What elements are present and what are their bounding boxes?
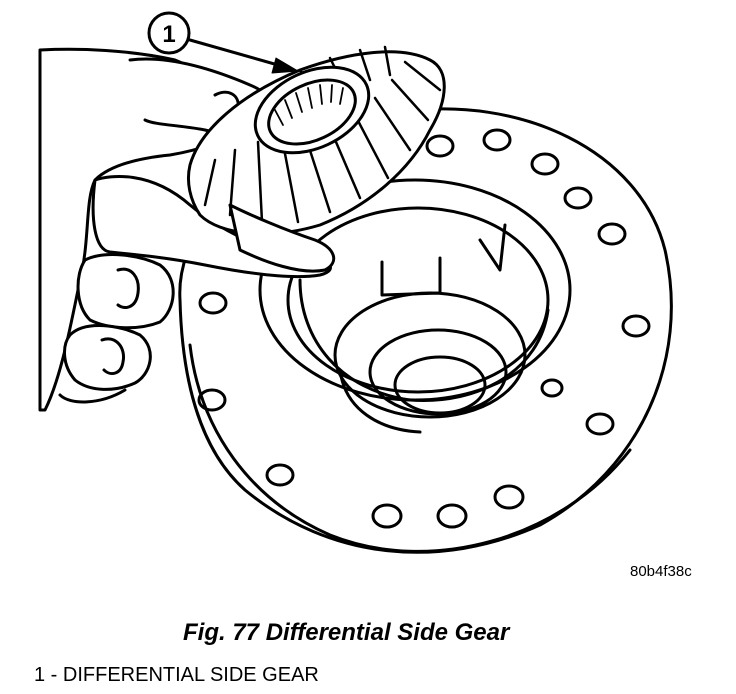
- case-hub-base: [338, 368, 422, 434]
- differential-illustration: 1: [38, 11, 673, 554]
- flange-bolt-holes: [197, 128, 651, 529]
- case-hub-inner: [393, 355, 487, 415]
- gear-bore-inner: [267, 78, 357, 146]
- hand-ring-nail: [100, 337, 126, 376]
- case-bore-inner: [286, 206, 550, 394]
- legend-item-1: 1 - DIFFERENTIAL SIDE GEAR: [34, 664, 319, 686]
- leader-arrow: [188, 38, 287, 69]
- case-flange-edge: [188, 343, 632, 553]
- gear-bore-outer: [253, 65, 371, 155]
- differential-side-gear-drawing: [186, 45, 446, 273]
- case-window-side: [478, 223, 507, 272]
- gear-splines: [274, 84, 344, 126]
- hand-wrist-line: [58, 388, 127, 404]
- callout-1: 1: [147, 11, 299, 74]
- callout-number: 1: [162, 21, 175, 48]
- case-hub-outer: [333, 291, 527, 419]
- case-bore-wall: [298, 278, 550, 402]
- figure-caption: Fig. 77 Differential Side Gear: [183, 619, 510, 646]
- hand-thumb-tip: [228, 203, 336, 273]
- figure-legend: 1 - DIFFERENTIAL SIDE GEAR: [34, 664, 319, 687]
- leader-arrowhead: [271, 57, 299, 74]
- figure-code: 80b4f38c: [630, 563, 692, 580]
- hand-middle-nail: [116, 267, 140, 309]
- callout-circle: [147, 11, 191, 55]
